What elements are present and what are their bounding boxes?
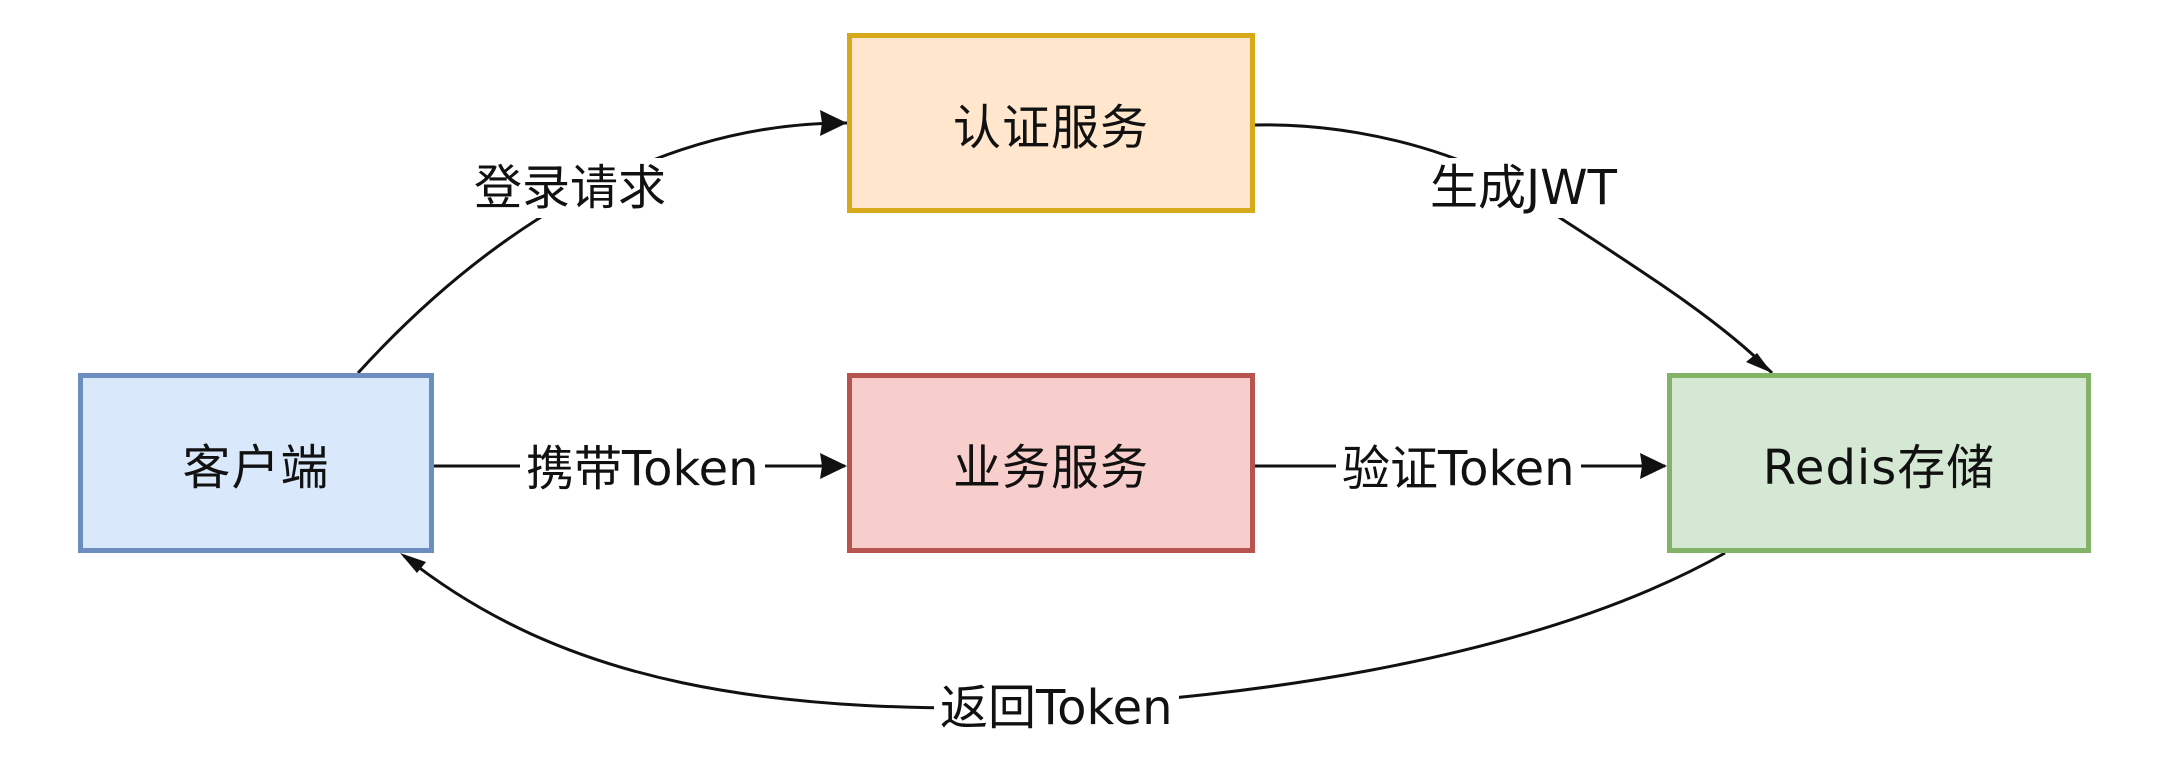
node-business-service-label: 业务服务 — [952, 440, 1149, 496]
node-business-service: 业务服务 — [847, 373, 1255, 553]
edge-login-request-arrowhead — [820, 110, 847, 136]
node-auth-service: 认证服务 — [847, 33, 1255, 213]
edge-label-return-token: 返回Token — [934, 678, 1179, 738]
edge-return-token-arrowhead — [400, 553, 426, 573]
edge-label-verify-token: 验证Token — [1336, 439, 1581, 499]
edge-label-generate-jwt: 生成JWT — [1424, 158, 1623, 218]
edge-label-login-request: 登录请求 — [468, 158, 673, 218]
edge-generate-jwt-arrowhead — [1746, 353, 1772, 373]
node-redis-storage-label: Redis存储 — [1762, 440, 1996, 496]
node-client-label: 客户端 — [182, 440, 330, 496]
edge-verify-token-arrowhead — [1640, 453, 1667, 479]
edge-label-carry-token: 携带Token — [520, 439, 765, 499]
node-auth-service-label: 认证服务 — [952, 100, 1149, 156]
node-redis-storage: Redis存储 — [1667, 373, 2091, 553]
node-client: 客户端 — [78, 373, 434, 553]
edge-carry-token-arrowhead — [820, 453, 847, 479]
